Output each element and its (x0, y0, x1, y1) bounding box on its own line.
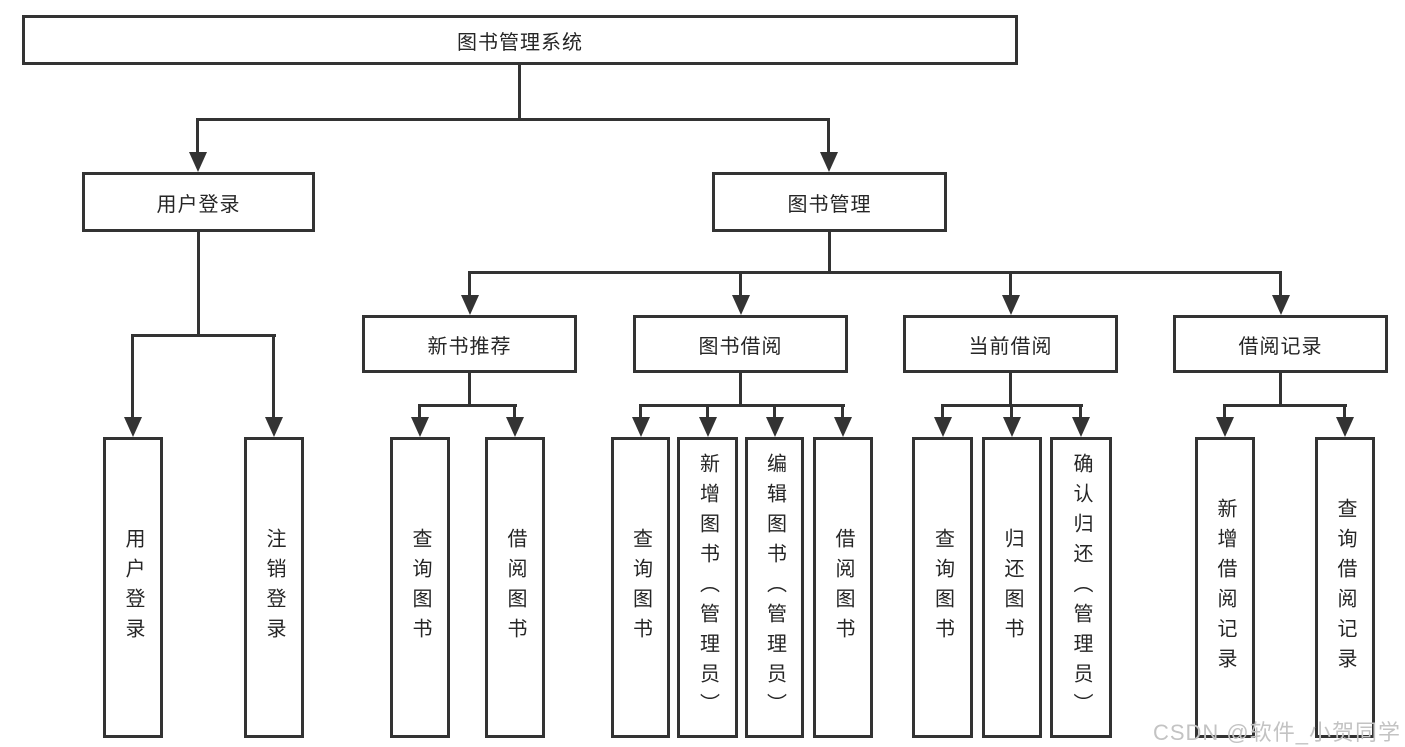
arrow-down-icon (819, 118, 838, 172)
v-line (518, 65, 521, 121)
arrow-down-icon (933, 404, 952, 437)
leaf-label: 借阅图书 (504, 527, 526, 648)
leaf-borrow-books-recommendation: 借阅图书 (485, 437, 545, 738)
arrow-down-icon (731, 271, 750, 315)
leaf-logout: 注销登录 (244, 437, 304, 738)
v-line (197, 232, 200, 337)
v-line (739, 373, 742, 407)
arrow-down-icon (264, 334, 283, 437)
leaf-query-borrowing-record: 查询借阅记录 (1315, 437, 1375, 738)
leaf-query-books-recommendation: 查询图书 (390, 437, 450, 738)
leaf-label: 查询图书 (931, 527, 954, 648)
leaf-query-books-current: 查询图书 (912, 437, 973, 738)
leaf-label: 查询借阅记录 (1334, 497, 1356, 678)
node-user-login: 用户登录 (82, 172, 315, 232)
node-book-borrowing: 图书借阅 (633, 315, 848, 373)
v-line (468, 373, 471, 407)
arrow-down-icon (1071, 404, 1090, 437)
arrow-down-icon (505, 404, 524, 437)
leaf-label: 新增借阅记录 (1214, 497, 1236, 678)
arrow-down-icon (631, 404, 650, 437)
h-line (639, 404, 845, 407)
leaf-label: 归还图书 (1001, 527, 1023, 648)
node-book-management: 图书管理 (712, 172, 947, 232)
h-line (196, 118, 830, 121)
h-line (131, 334, 276, 337)
leaf-label: 新增图书（管理员） (696, 452, 719, 723)
leaf-query-books-borrowing: 查询图书 (611, 437, 670, 738)
v-line (828, 232, 831, 274)
node-borrowing-records: 借阅记录 (1173, 315, 1388, 373)
node-current-borrowing: 当前借阅 (903, 315, 1118, 373)
arrow-down-icon (833, 404, 852, 437)
leaf-confirm-return-admin: 确认归还（管理员） (1050, 437, 1112, 738)
arrow-down-icon (1215, 404, 1234, 437)
arrow-down-icon (410, 404, 429, 437)
arrow-down-icon (1001, 271, 1020, 315)
leaf-label: 查询图书 (409, 527, 431, 648)
leaf-label: 借阅图书 (832, 527, 854, 648)
csdn-watermark: CSDN @软件_小贺同学 (1152, 720, 1401, 745)
leaf-label: 查询图书 (629, 527, 652, 648)
h-line (1223, 404, 1347, 407)
arrow-down-icon (188, 118, 207, 172)
node-library-management-system: 图书管理系统 (22, 15, 1018, 65)
leaf-label: 注销登录 (263, 527, 285, 648)
arrow-down-icon (765, 404, 784, 437)
arrow-down-icon (1002, 404, 1021, 437)
leaf-return-books: 归还图书 (982, 437, 1042, 738)
leaf-edit-books-admin: 编辑图书（管理员） (745, 437, 804, 738)
node-new-book-recommendation: 新书推荐 (362, 315, 577, 373)
leaf-label: 用户登录 (122, 527, 144, 648)
leaf-add-borrowing-record: 新增借阅记录 (1195, 437, 1255, 738)
leaf-borrow-books-borrowing: 借阅图书 (813, 437, 873, 738)
leaf-label: 编辑图书（管理员） (763, 452, 786, 723)
arrow-down-icon (1335, 404, 1354, 437)
leaf-add-books-admin: 新增图书（管理员） (677, 437, 738, 738)
arrow-down-icon (123, 334, 142, 437)
h-line (418, 404, 517, 407)
leaf-user-login: 用户登录 (103, 437, 163, 738)
arrow-down-icon (1271, 271, 1290, 315)
v-line (1009, 373, 1012, 407)
h-line (468, 271, 1282, 274)
v-line (1279, 373, 1282, 407)
arrow-down-icon (460, 271, 479, 315)
arrow-down-icon (698, 404, 717, 437)
leaf-label: 确认归还（管理员） (1070, 452, 1092, 723)
